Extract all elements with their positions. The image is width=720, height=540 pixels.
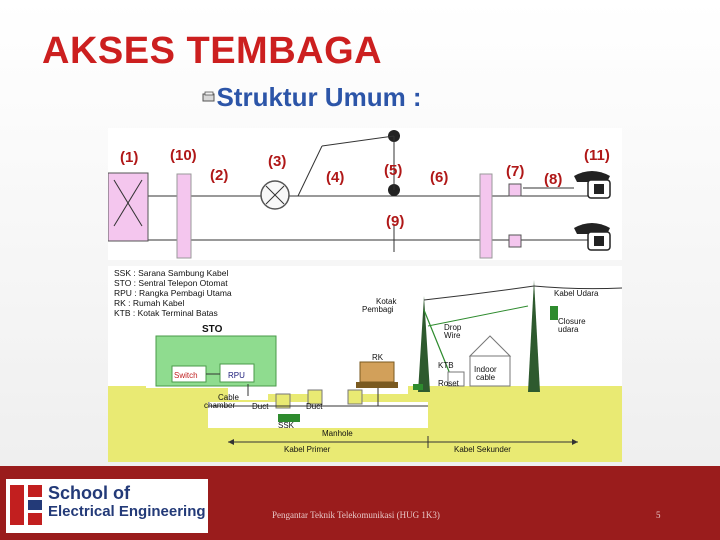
label-1: (1) (120, 149, 138, 166)
roset-label: Roset (438, 379, 460, 388)
school-logo (6, 479, 208, 533)
legend-line-4: RK : Rumah Kabel (114, 298, 185, 308)
ssk-label: SSK (278, 421, 295, 430)
rpu-box (219, 363, 255, 383)
terminal-box-lower (508, 234, 522, 248)
label-6: (6) (430, 169, 448, 186)
mdf-box (108, 172, 149, 242)
rpu-label: RPU (228, 371, 245, 380)
telephone-icon-upper (574, 171, 611, 199)
structure-diagram: (1) (10) (2) (3) (4) (5) (6) (7) (8) (11… (108, 128, 622, 260)
switch-label: Switch (174, 371, 198, 380)
network-diagram: SSK : Sarana Sambung Kabel STO : Sentral… (108, 266, 622, 462)
house (469, 355, 511, 387)
label-11: (11) (584, 147, 610, 164)
pink-bar-6 (479, 173, 493, 259)
ktb-label: KTB (438, 361, 454, 370)
logo-line-2: Electrical Engineering (48, 503, 206, 520)
rk-label: RK (372, 353, 384, 362)
legend-line-5: KTB : Kotak Terminal Batas (114, 308, 218, 318)
logo-mark-icon (10, 485, 42, 525)
logo-line-1: School of (48, 483, 130, 503)
page-number: 5 (656, 510, 661, 520)
label-8: (8) (544, 171, 562, 188)
sto-label: STO (202, 324, 223, 335)
course-label: Pengantar Teknik Telekomunikasi (HUG 1K3… (272, 510, 440, 520)
label-9: (9) (386, 213, 404, 230)
kabel-udara-label: Kabel Udara (554, 289, 599, 298)
legend-line-2: STO : Sentral Telepon Otomat (114, 278, 228, 288)
label-5: (5) (384, 162, 402, 179)
label-3: (3) (268, 153, 286, 170)
label-4: (4) (326, 169, 344, 186)
duct-left-label: Duct (252, 402, 269, 411)
duct-right-label: Duct (306, 402, 323, 411)
ssk-joint (278, 414, 300, 422)
label-7: (7) (506, 163, 524, 180)
kabel-sekunder-label: Kabel Sekunder (454, 445, 511, 454)
manhole-label: Manhole (322, 429, 353, 438)
closure-udara-icon (550, 306, 558, 320)
label-10: (10) (170, 147, 197, 164)
label-2: (2) (210, 167, 228, 184)
bullet-icon (202, 91, 215, 102)
legend-line-1: SSK : Sarana Sambung Kabel (114, 268, 228, 278)
legend-line-3: RPU : Rangka Pembagi Utama (114, 288, 232, 298)
subtitle-text: Struktur Umum : (216, 82, 422, 112)
pole-left (418, 296, 430, 392)
telephone-icon-lower (574, 223, 611, 251)
rk-cabinet (359, 361, 395, 383)
kabel-primer-label: Kabel Primer (284, 445, 331, 454)
pole-right (528, 280, 540, 392)
terminal-box-upper (508, 183, 522, 197)
slide-title: AKSES TEMBAGA (42, 30, 383, 72)
slide-subtitle: Struktur Umum : (202, 82, 422, 113)
pink-bar-10 (176, 173, 192, 259)
